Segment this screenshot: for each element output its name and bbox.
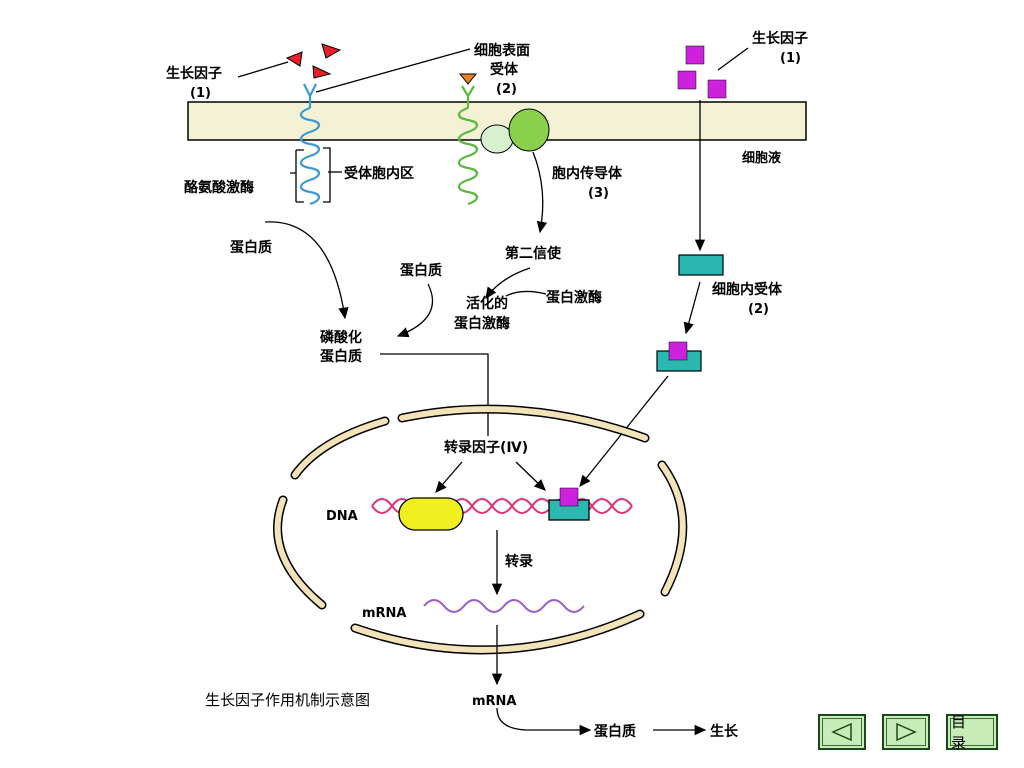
triangle-left-icon — [831, 722, 852, 742]
transcription-factor-yellow — [398, 497, 464, 531]
growth-factor-triangle-icon — [312, 65, 332, 79]
label-tyrosine-kinase: 酪氨酸激酶 — [184, 179, 254, 196]
arrow-tf-left — [435, 461, 463, 493]
arrow-messenger-to-active — [485, 267, 531, 300]
label-growth: 生长 — [710, 723, 739, 740]
label-mrna-outer: mRNA — [472, 694, 517, 709]
table-of-contents-button[interactable]: 目 录 — [946, 713, 998, 752]
label-growth-factor-right-num: (1) — [780, 51, 801, 66]
growth-factor-square-icon — [685, 45, 705, 65]
growth-factor-triangle-icon — [285, 51, 303, 67]
label-transcription: 转录 — [505, 553, 533, 570]
label-growth-factor-left: 生长因子 — [166, 65, 222, 82]
label-growth-factor-left-num: (1) — [190, 86, 211, 101]
next-slide-button[interactable] — [882, 714, 930, 750]
table-of-contents-label: 目 录 — [950, 713, 994, 752]
label-intracellular-receptor-num: (2) — [748, 302, 769, 317]
label-second-messenger: 第二信使 — [505, 245, 562, 262]
label-mrna-inner: mRNA — [362, 606, 407, 621]
label-surface-receptor-num: (2) — [496, 82, 517, 97]
growth-factor-square-icon — [677, 70, 697, 90]
label-transcription-factor: 转录因子(Ⅳ) — [444, 439, 528, 456]
label-receptor-intracellular: 受体胞内区 — [344, 165, 414, 182]
label-intracellular-receptor: 细胞内受体 — [712, 281, 783, 298]
label-protein-left: 蛋白质 — [230, 239, 272, 256]
arrow-protein-to-phospho — [396, 283, 434, 338]
label-transducer-num: (3) — [588, 186, 609, 201]
label-activated-1: 活化的 — [466, 295, 508, 312]
dna-receptor-complex-factor — [559, 487, 579, 507]
arrow-mrna-to-protein — [496, 707, 592, 736]
phospho-to-tf-line — [380, 353, 489, 436]
label-protein-mid: 蛋白质 — [400, 262, 442, 279]
label-protein-kinase: 蛋白激酶 — [546, 289, 602, 306]
triangle-right-icon — [896, 722, 917, 742]
label-dna: DNA — [326, 509, 358, 524]
arrow-transducer-to-second-messenger — [532, 151, 548, 234]
nucleus-envelope-fill — [274, 406, 686, 653]
label-activated-2: 蛋白激酶 — [454, 315, 510, 332]
surface-receptor-left — [299, 83, 321, 206]
transducer-large — [508, 108, 550, 152]
intracellular-receptor — [678, 254, 724, 276]
label-growth-factor-right: 生长因子 — [752, 30, 808, 47]
label-phospho-2: 蛋白质 — [320, 348, 362, 365]
label-surface-receptor: 细胞表面 — [474, 42, 530, 59]
arrow-kinase-to-phospho — [264, 221, 349, 320]
label-surface-receptor-2: 受体 — [490, 61, 519, 78]
arrow-tf-right — [515, 461, 546, 491]
diagram-caption: 生长因子作用机制示意图 — [205, 691, 370, 709]
label-phospho-1: 磷酸化 — [320, 329, 362, 346]
growth-factor-triangle-icon — [321, 43, 342, 59]
growth-factor-square-icon — [707, 79, 727, 99]
prev-slide-button[interactable] — [818, 714, 866, 750]
receptor-complex-factor — [668, 341, 688, 361]
mrna-wave — [423, 599, 585, 613]
growth-factor-orange-icon — [458, 73, 478, 85]
label-transducer: 胞内传导体 — [551, 165, 623, 182]
label-cytosol: 细胞液 — [742, 150, 781, 166]
leader-lines — [237, 47, 749, 203]
label-protein-final: 蛋白质 — [594, 723, 636, 740]
transducer-small — [480, 124, 514, 154]
arrow-protein-kinase-in — [505, 290, 547, 297]
arrow-receptor-down — [683, 281, 701, 335]
surface-receptor-mid — [457, 85, 479, 206]
